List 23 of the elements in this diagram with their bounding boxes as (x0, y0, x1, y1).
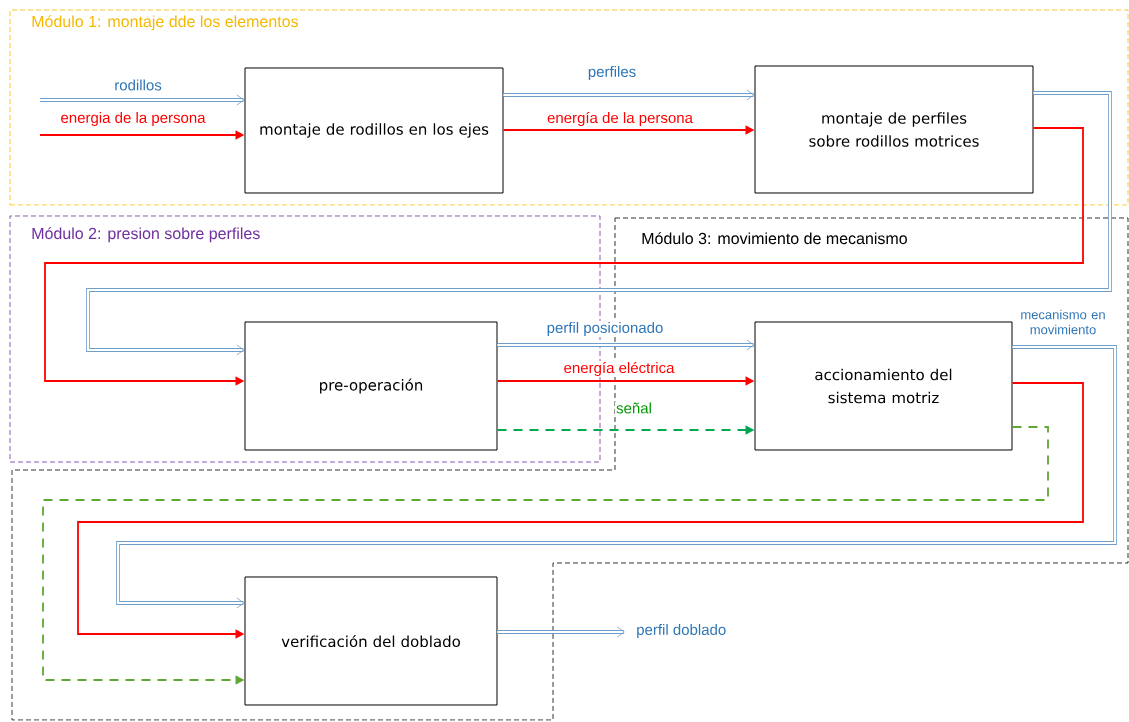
arrow (42, 426, 1049, 685)
edge-label: señal (615, 401, 653, 415)
process-box: montaje de rodillos en los ejes (244, 67, 504, 194)
edge-label: perfil doblado (635, 623, 728, 639)
arrow (40, 94, 245, 106)
edge-label: energía eléctrica (562, 360, 676, 378)
edge-label: energia de la persona (59, 111, 207, 127)
edge-label: perfil posicionado (545, 321, 665, 337)
process-box: montaje de perfiles sobre rodillos motrices (754, 65, 1034, 194)
edge-label: rodillos (113, 78, 163, 92)
edge-label: mecanismo en movimiento (1014, 308, 1112, 336)
arrow (497, 339, 755, 351)
arrow (86, 91, 1112, 356)
process-box: verificación del doblado (244, 576, 498, 706)
arrow (116, 345, 1117, 609)
arrow (497, 626, 625, 638)
edge-label: perfiles (586, 65, 638, 81)
edge-label: energía de la persona (546, 110, 694, 128)
arrow (77, 382, 1084, 639)
process-box: pre-operación (244, 321, 498, 451)
arrow (503, 89, 755, 101)
process-box: accionamiento del sistema motriz (754, 321, 1013, 451)
arrow (44, 127, 1084, 386)
